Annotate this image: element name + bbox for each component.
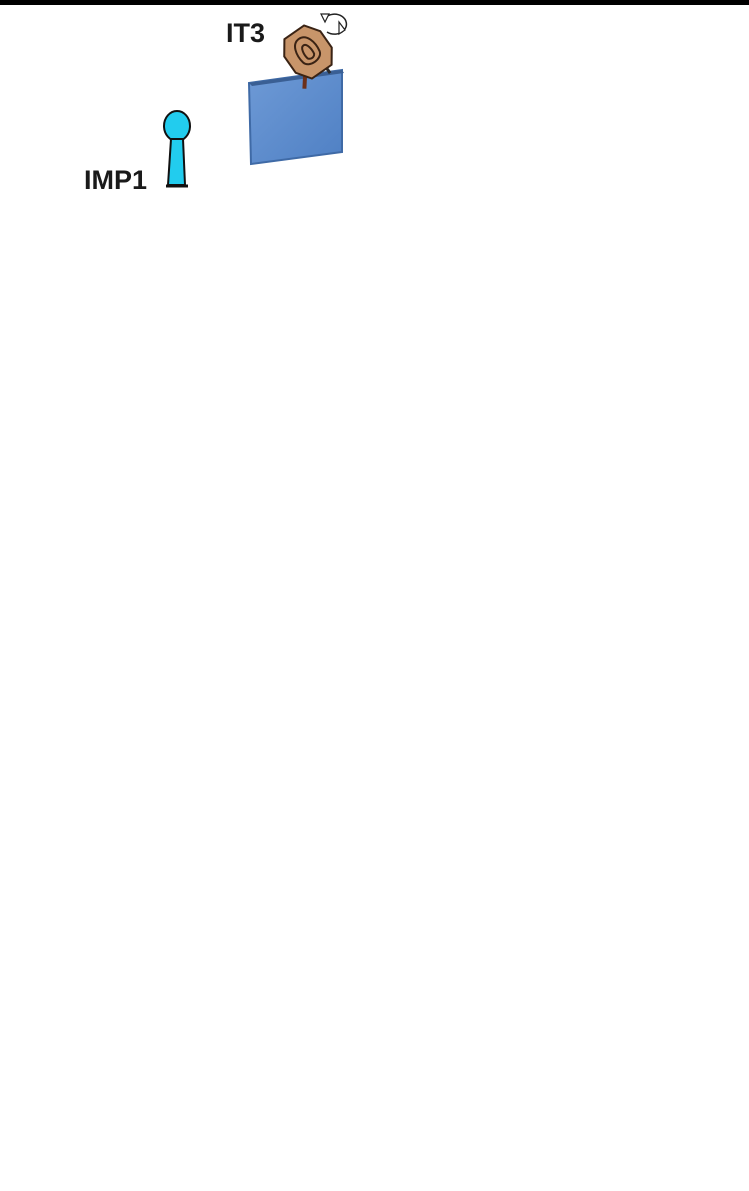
imp1-label: IMP1	[84, 165, 148, 195]
imp1-popper-icon	[163, 110, 191, 188]
it3-label: IT3	[226, 18, 266, 48]
activator-rotate-icon	[320, 13, 348, 36]
it3-barricade	[247, 68, 344, 166]
top-border-line	[0, 0, 749, 5]
it3-target-icon	[283, 24, 333, 89]
